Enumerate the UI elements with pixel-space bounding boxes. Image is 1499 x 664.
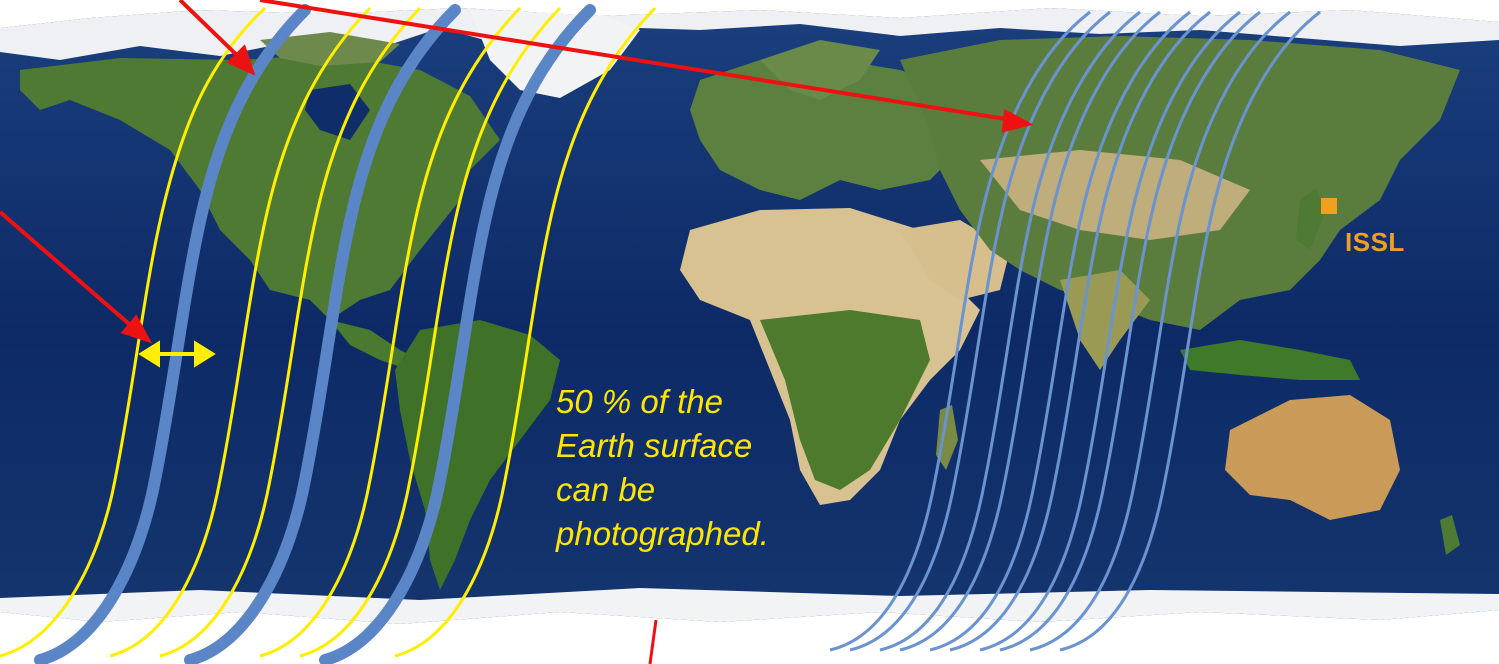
arrow-line bbox=[178, 0, 246, 64]
caption-line: 50 % of the bbox=[556, 383, 723, 420]
issl-marker bbox=[1321, 198, 1337, 214]
ground-track bbox=[1029, 10, 1291, 652]
width-arrowhead-right bbox=[194, 340, 216, 368]
caption-line: Earth surface bbox=[556, 427, 753, 464]
ground-tracks-thin bbox=[829, 10, 1321, 652]
africa-forest bbox=[760, 310, 930, 490]
india bbox=[1060, 270, 1150, 370]
europe bbox=[690, 60, 960, 200]
ground-track bbox=[979, 10, 1241, 652]
arrow-line bbox=[648, 619, 658, 664]
ground-track bbox=[999, 10, 1261, 652]
arrowhead bbox=[1001, 108, 1034, 133]
south-america bbox=[395, 320, 560, 590]
ground-track bbox=[184, 4, 461, 664]
coverage-caption: 50 % of the Earth surface can be photogr… bbox=[556, 380, 856, 556]
hudson-bay bbox=[305, 84, 370, 140]
width-arrowhead-left bbox=[138, 340, 160, 368]
australia bbox=[1225, 395, 1400, 520]
arrow-line bbox=[259, 0, 1013, 122]
issl-label: ISSL bbox=[1345, 227, 1405, 257]
swath-boundary bbox=[109, 6, 372, 658]
antarctic-ice bbox=[0, 588, 1499, 624]
pointer-arrows bbox=[0, 0, 1034, 664]
central-asia-desert bbox=[980, 150, 1250, 240]
new-zealand bbox=[1440, 515, 1460, 555]
arrowhead bbox=[120, 314, 153, 344]
swath-boundary bbox=[394, 6, 657, 658]
ground-tracks-thick bbox=[34, 4, 596, 664]
swath-boundary bbox=[159, 6, 422, 658]
ground-track bbox=[319, 4, 596, 664]
ground-track bbox=[899, 10, 1161, 652]
central-america bbox=[330, 320, 420, 370]
arrowhead bbox=[226, 44, 256, 76]
ground-track bbox=[1059, 10, 1321, 652]
ground-track bbox=[879, 10, 1141, 652]
swath-boundary bbox=[259, 6, 522, 658]
ground-track bbox=[849, 10, 1111, 652]
ground-track bbox=[929, 10, 1191, 652]
swath-width-arrow bbox=[138, 340, 216, 368]
ground-track bbox=[34, 4, 311, 664]
caption-line: photographed. bbox=[556, 515, 769, 552]
arrow-line bbox=[0, 210, 138, 332]
swath-boundary bbox=[0, 6, 267, 658]
arctic-islands bbox=[260, 32, 400, 66]
ground-track bbox=[829, 10, 1091, 652]
caption-line: can be bbox=[556, 471, 656, 508]
indonesia bbox=[1180, 340, 1360, 380]
swath-boundaries bbox=[0, 6, 657, 658]
swath-boundary bbox=[299, 6, 562, 658]
japan bbox=[1296, 188, 1326, 250]
ground-track bbox=[949, 10, 1211, 652]
